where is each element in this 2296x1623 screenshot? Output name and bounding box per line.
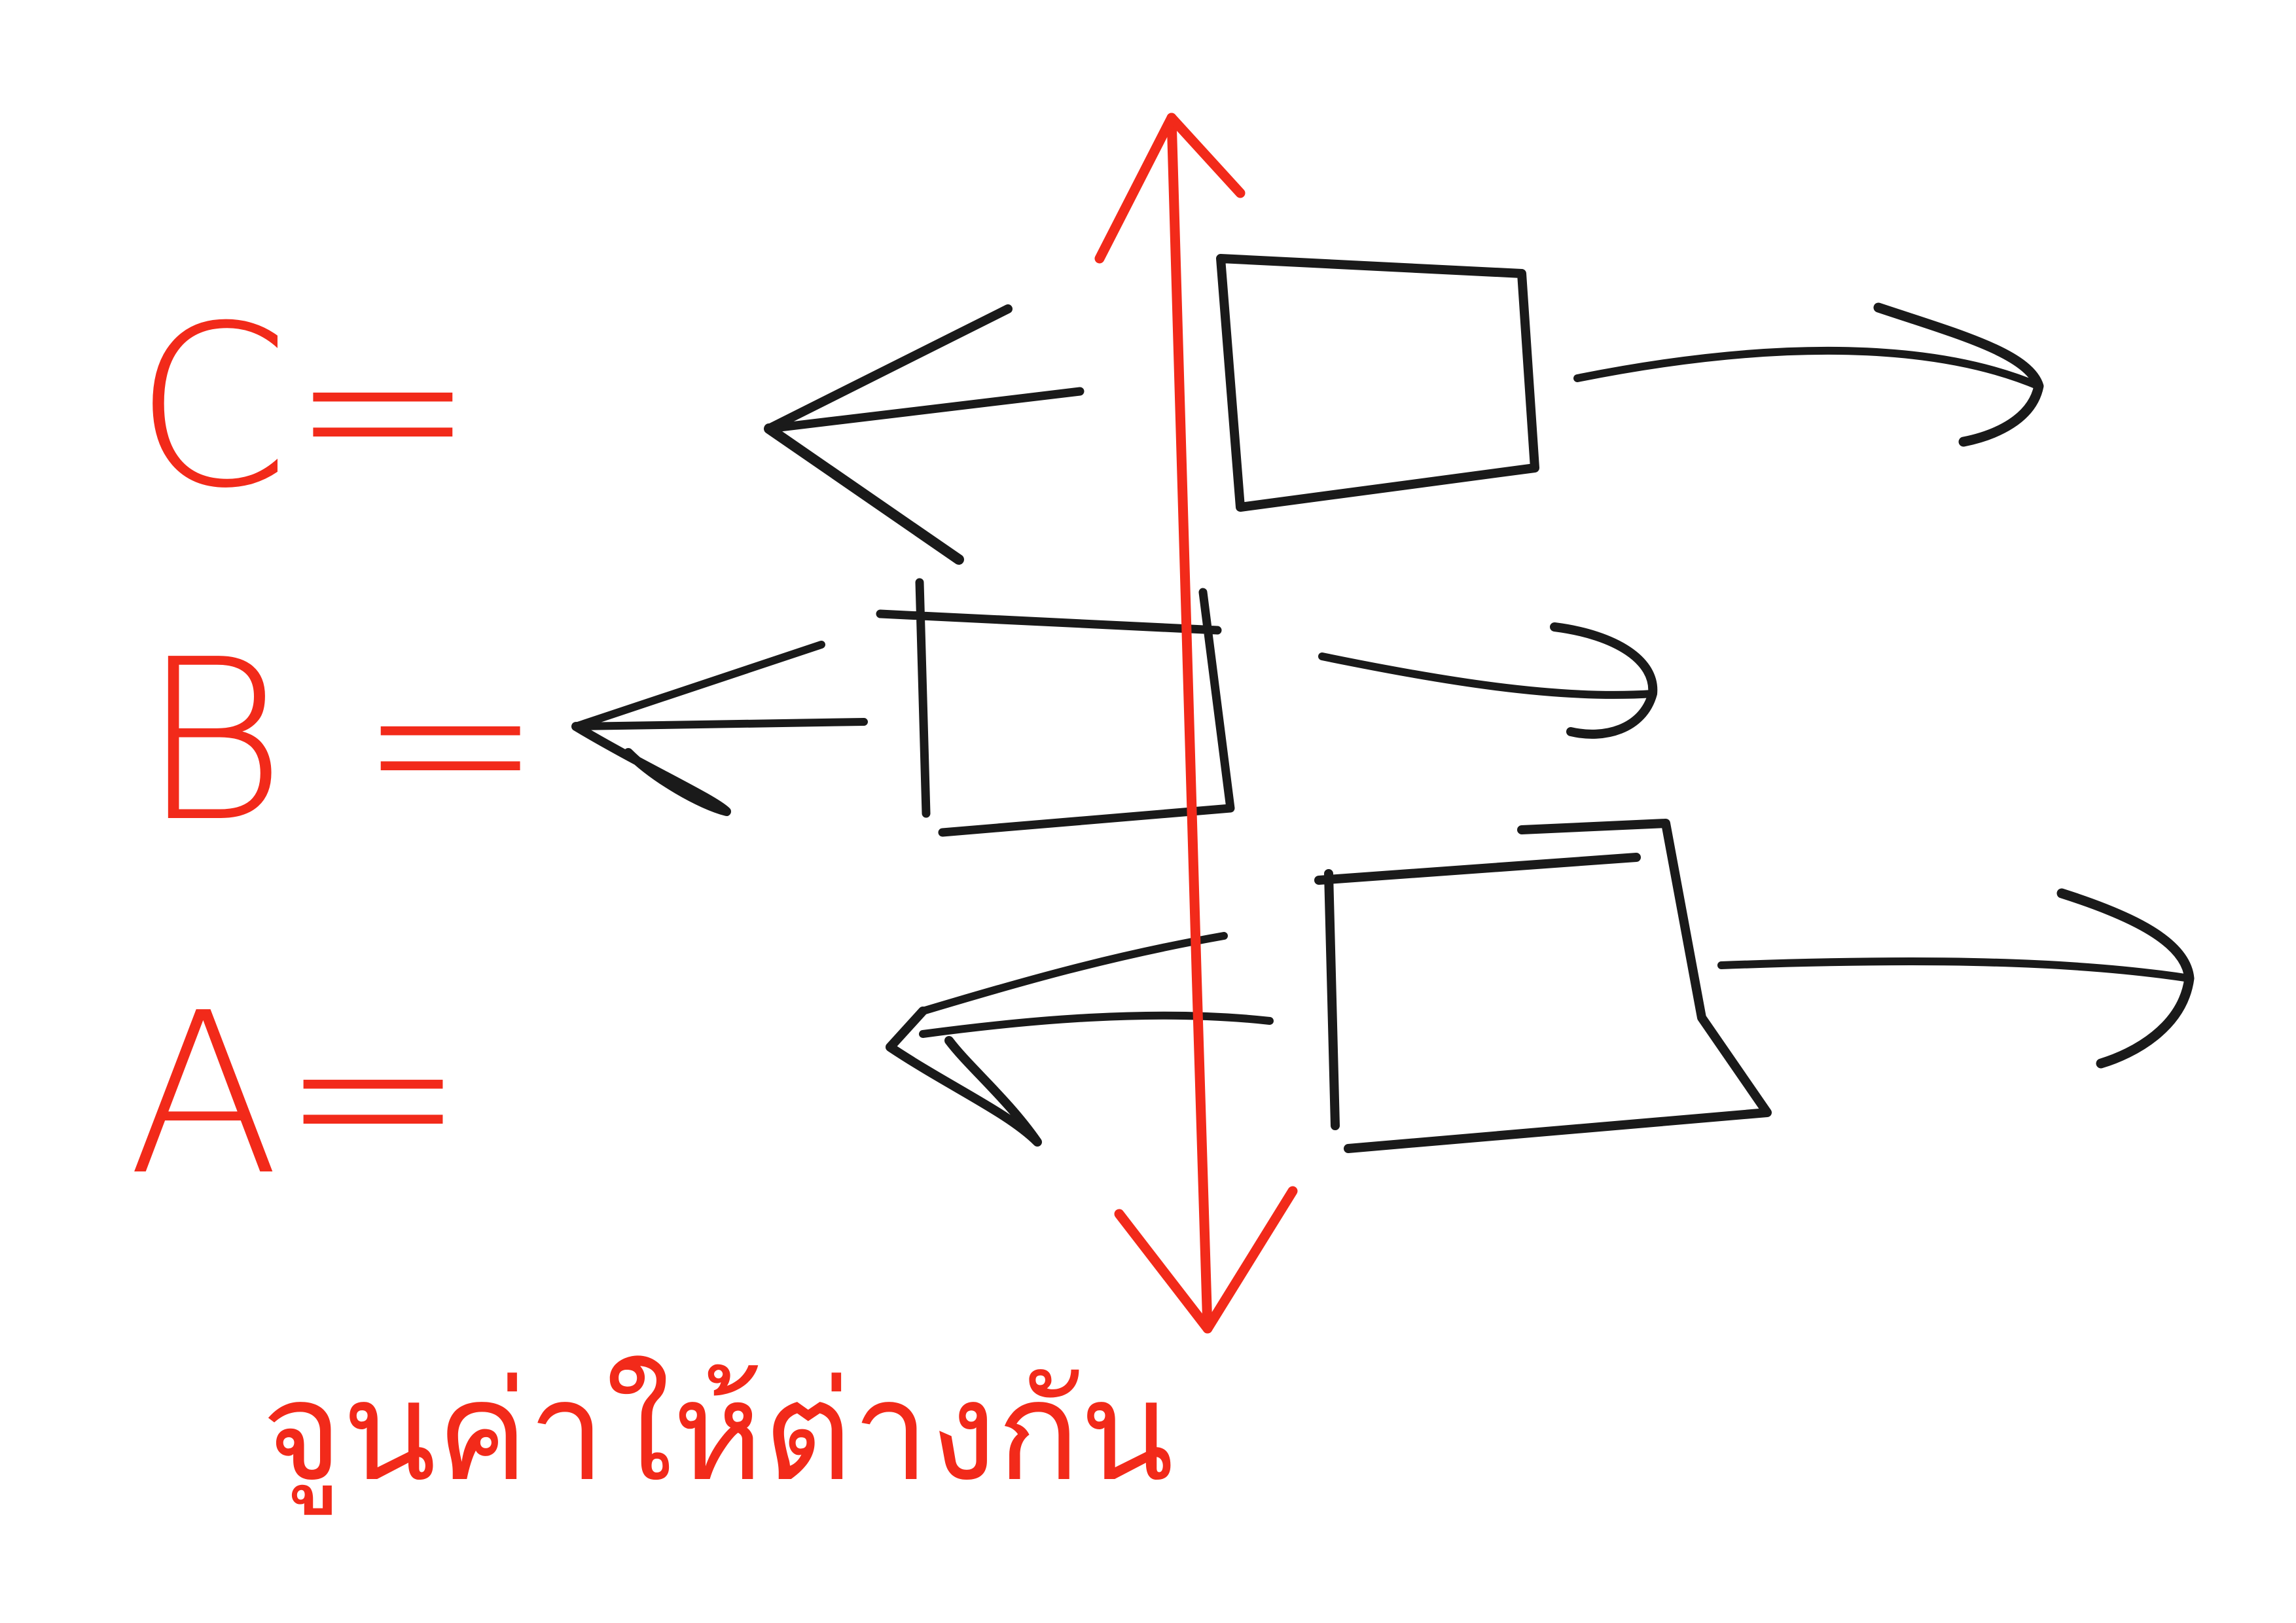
caption-text: จูนค่าให้ต่างกัน [262, 1351, 1174, 1515]
row-label-c: C= [134, 278, 476, 537]
right-arrow-c [1573, 302, 2044, 447]
row-c [764, 254, 2044, 565]
right-arrow-a [1717, 888, 2195, 1069]
left-arrow-b [571, 641, 868, 816]
box-c [1216, 254, 1539, 512]
row-label-b: B = [141, 612, 544, 871]
box-b [876, 578, 1235, 837]
row-a [886, 819, 2195, 1153]
box-a [1314, 819, 1772, 1153]
left-arrow-a [886, 932, 1274, 1147]
row-b [571, 578, 1658, 837]
right-arrow-b [1318, 622, 1658, 739]
vertical-double-arrow [1094, 113, 1298, 1334]
left-arrow-c [764, 304, 1085, 565]
row-label-a: A= [128, 965, 466, 1224]
